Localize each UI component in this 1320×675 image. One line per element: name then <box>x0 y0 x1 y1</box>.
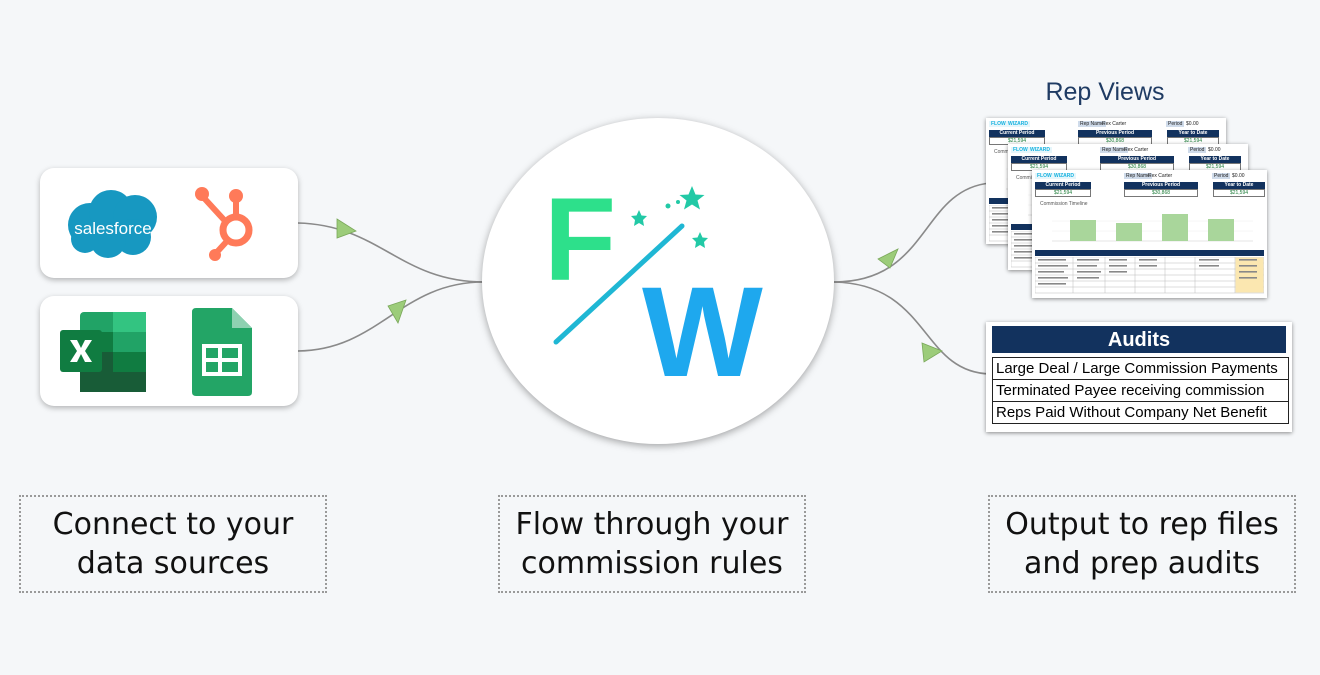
sheet-rep-name-value: Rex Carter <box>1148 173 1173 179</box>
sparkle-dot-2 <box>676 200 680 204</box>
logo-letter-w: W <box>642 261 763 404</box>
star-icon-right <box>692 232 708 248</box>
star-icon-large <box>679 186 705 210</box>
audits-title: Audits <box>992 326 1286 353</box>
caption-connect-line-1: Connect to your <box>52 507 294 542</box>
sheet-previous-value: $30,868 <box>1124 189 1198 197</box>
audit-row-terminated-payee: Terminated Payee receiving commission <box>992 379 1289 402</box>
sheet-ytd-label: Year to Date <box>1167 130 1219 137</box>
audit-row-no-net-benefit: Reps Paid Without Company Net Benefit <box>992 401 1289 424</box>
sheet-period-label: Period <box>1166 121 1185 127</box>
flow-line-spreadsheets <box>297 281 485 352</box>
rep-views-title: Rep Views <box>1045 78 1165 106</box>
caption-output-line-1: Output to rep files <box>1005 507 1279 542</box>
caption-connect: Connect to your data sources <box>19 495 327 593</box>
sheet-ytd-label: Year to Date <box>1213 182 1265 189</box>
audit-row-large-deal: Large Deal / Large Commission Payments <box>992 357 1289 380</box>
sheet-period-value: $0.00 <box>1208 147 1221 153</box>
sheet-rep-name-value: Rex Carter <box>1124 147 1149 153</box>
arrow-head-2 <box>387 299 407 324</box>
sheet-brand-flow: FLOW <box>1011 147 1030 153</box>
caption-connect-line-2: data sources <box>76 546 270 581</box>
arrow-head-4 <box>921 342 943 363</box>
wand-line <box>553 223 685 345</box>
sheet-table-header <box>1035 250 1264 256</box>
hubspot-icon <box>195 187 253 261</box>
sheet-brand-wizard: WIZARD <box>1052 173 1076 179</box>
sheet-period-value: $0.00 <box>1186 121 1199 127</box>
sheet-current-value: $21,594 <box>1035 189 1091 197</box>
flow-line-salesforce <box>297 222 485 283</box>
caption-output-line-2: and prep audits <box>1024 546 1260 581</box>
arrow-head-1 <box>336 218 357 239</box>
caption-flow-line-2: commission rules <box>521 546 783 581</box>
sheet-previous-label: Previous Period <box>1100 156 1174 163</box>
sheet-brand-flow: FLOW <box>1035 173 1054 179</box>
sheet-previous-label: Previous Period <box>1124 182 1198 189</box>
sheet-rep-name-label: Rep Name <box>1100 147 1128 153</box>
sheet-ytd-value: $21,594 <box>1213 189 1265 197</box>
crm-sources-card: salesforce <box>40 168 298 278</box>
sheet-rep-name-value: Rex Carter <box>1102 121 1127 127</box>
caption-flow-line-1: Flow through your <box>515 507 789 542</box>
sheet-mini-table <box>1035 257 1264 294</box>
sheet-brand-wizard: WIZARD <box>1028 147 1052 153</box>
sheet-period-label: Period <box>1212 173 1231 179</box>
sheet-chart-title: Commission Timeline <box>1040 201 1088 207</box>
flow-line-audits <box>833 281 991 375</box>
sheet-period-label: Period <box>1188 147 1207 153</box>
caption-output: Output to rep files and prep audits <box>988 495 1296 593</box>
logo-letter-f: F <box>544 174 616 306</box>
flowwizard-logo-circle: F W <box>482 118 834 444</box>
google-sheets-icon <box>192 308 252 396</box>
sheet-previous-label: Previous Period <box>1078 130 1152 137</box>
sheet-current-label: Current Period <box>1035 182 1091 189</box>
sheet-mini-chart <box>1052 214 1253 242</box>
sheet-period-value: $0.00 <box>1232 173 1245 179</box>
spreadsheet-sources-card <box>40 296 298 406</box>
sheet-current-label: Current Period <box>1011 156 1067 163</box>
flowwizard-logo: F W <box>544 174 763 404</box>
sheet-brand-flow: FLOW <box>989 121 1008 127</box>
rep-view-sheet-front: FLOW WIZARD Rep Name Rex Carter Period $… <box>1032 170 1267 298</box>
star-icon-left <box>631 210 647 226</box>
flow-line-rep-views <box>833 182 991 283</box>
arrow-head-3 <box>877 248 899 269</box>
salesforce-label: salesforce <box>74 219 151 238</box>
caption-flow: Flow through your commission rules <box>498 495 806 593</box>
sheet-brand-wizard: WIZARD <box>1006 121 1030 127</box>
excel-icon <box>60 312 146 392</box>
sparkle-dot-1 <box>665 203 671 209</box>
sheet-current-label: Current Period <box>989 130 1045 137</box>
sheet-ytd-label: Year to Date <box>1189 156 1241 163</box>
sheet-rep-name-label: Rep Name <box>1124 173 1152 179</box>
sheet-rep-name-label: Rep Name <box>1078 121 1106 127</box>
salesforce-icon: salesforce <box>68 190 157 258</box>
audits-panel: Audits Large Deal / Large Commission Pay… <box>986 322 1292 432</box>
